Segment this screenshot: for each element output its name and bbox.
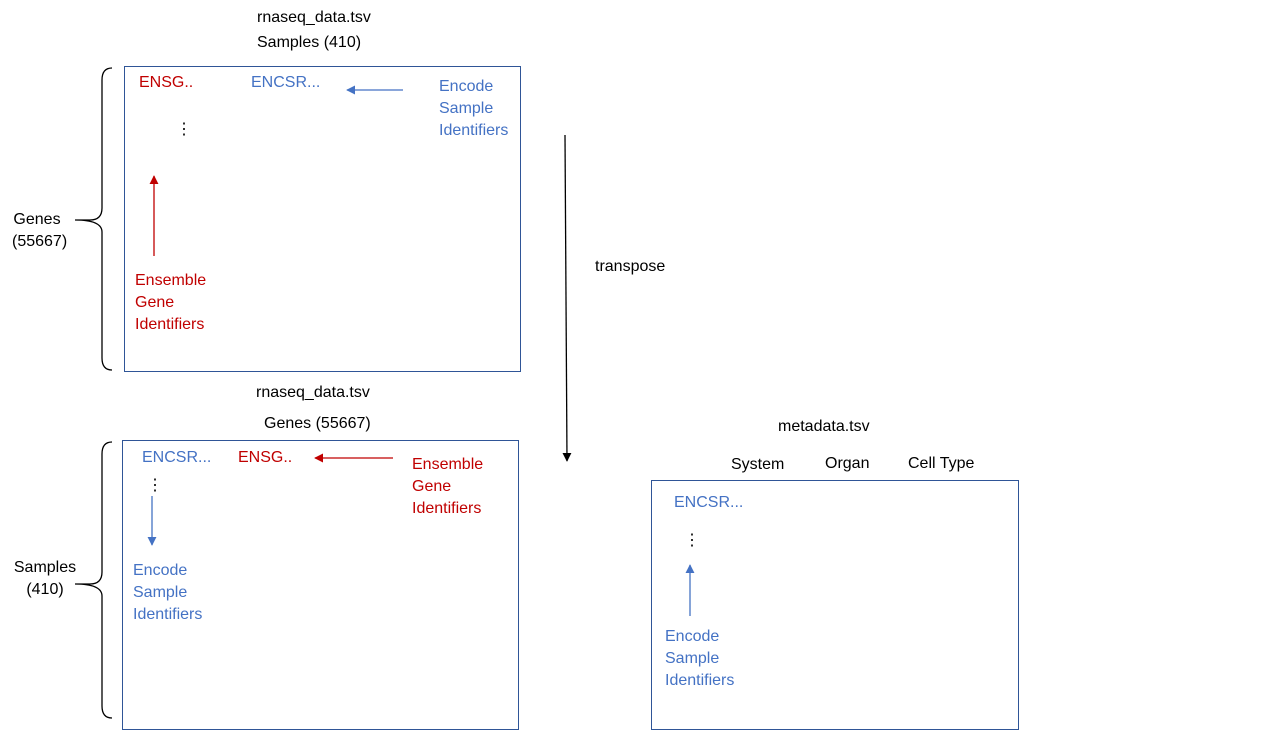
annotation-line: Sample — [665, 650, 720, 667]
bottom-file-label: rnaseq_data.tsv — [256, 384, 370, 401]
annotation-line: Encode — [133, 562, 188, 579]
top-rows-brace — [74, 67, 113, 371]
bottom-gene-annotation: Ensemble Gene Identifiers — [412, 454, 483, 520]
top-ellipsis: ⋮ — [176, 121, 192, 138]
top-sample-annotation: Encode Sample Identifiers — [439, 76, 508, 142]
top-gene-id-header: ENSG.. — [139, 74, 194, 91]
annotation-line: Sample — [133, 584, 188, 601]
metadata-table-box — [651, 480, 1019, 730]
top-rows-label: Genes (55667) — [12, 209, 68, 253]
transpose-arrow — [562, 134, 572, 462]
annotation-line: Gene — [135, 294, 175, 311]
top-rows-label-line2: (55667) — [12, 233, 68, 250]
bottom-sample-id-header: ENCSR... — [142, 449, 212, 466]
annotation-line: Identifiers — [412, 500, 482, 517]
annotation-line: Encode — [439, 78, 494, 95]
top-file-label: rnaseq_data.tsv — [257, 9, 371, 26]
bottom-rows-brace — [74, 441, 113, 719]
bottom-gene-id-header: ENSG.. — [238, 449, 293, 466]
top-rows-label-line1: Genes — [13, 211, 61, 228]
annotation-line: Identifiers — [665, 672, 735, 689]
bottom-rows-label: Samples (410) — [12, 557, 78, 601]
annotation-line: Identifiers — [133, 606, 203, 623]
top-table-box — [124, 66, 521, 372]
annotation-line: Encode — [665, 628, 720, 645]
bottom-rows-label-line2: (410) — [26, 581, 64, 598]
bottom-rows-label-line1: Samples — [13, 559, 77, 576]
bottom-columns-label: Genes (55667) — [264, 415, 371, 432]
top-gene-annotation: Ensemble Gene Identifiers — [135, 270, 206, 336]
transpose-label: transpose — [595, 258, 666, 275]
metadata-column-cell-type: Cell Type — [908, 455, 975, 472]
metadata-sample-annotation: Encode Sample Identifiers — [665, 626, 734, 692]
annotation-line: Identifiers — [135, 316, 205, 333]
annotation-line: Gene — [412, 478, 452, 495]
bottom-sample-annotation: Encode Sample Identifiers — [133, 560, 202, 626]
metadata-column-organ: Organ — [825, 455, 870, 472]
top-columns-label: Samples (410) — [257, 34, 362, 51]
metadata-sample-id-header: ENCSR... — [674, 494, 744, 511]
metadata-column-system: System — [731, 456, 785, 473]
metadata-ellipsis: ⋮ — [684, 532, 700, 549]
annotation-line: Sample — [439, 100, 494, 117]
bottom-ellipsis: ⋮ — [147, 477, 163, 494]
annotation-line: Ensemble — [135, 272, 207, 289]
top-sample-id-header: ENCSR... — [251, 74, 321, 91]
metadata-file-label: metadata.tsv — [778, 418, 870, 435]
annotation-line: Ensemble — [412, 456, 484, 473]
annotation-line: Identifiers — [439, 122, 509, 139]
